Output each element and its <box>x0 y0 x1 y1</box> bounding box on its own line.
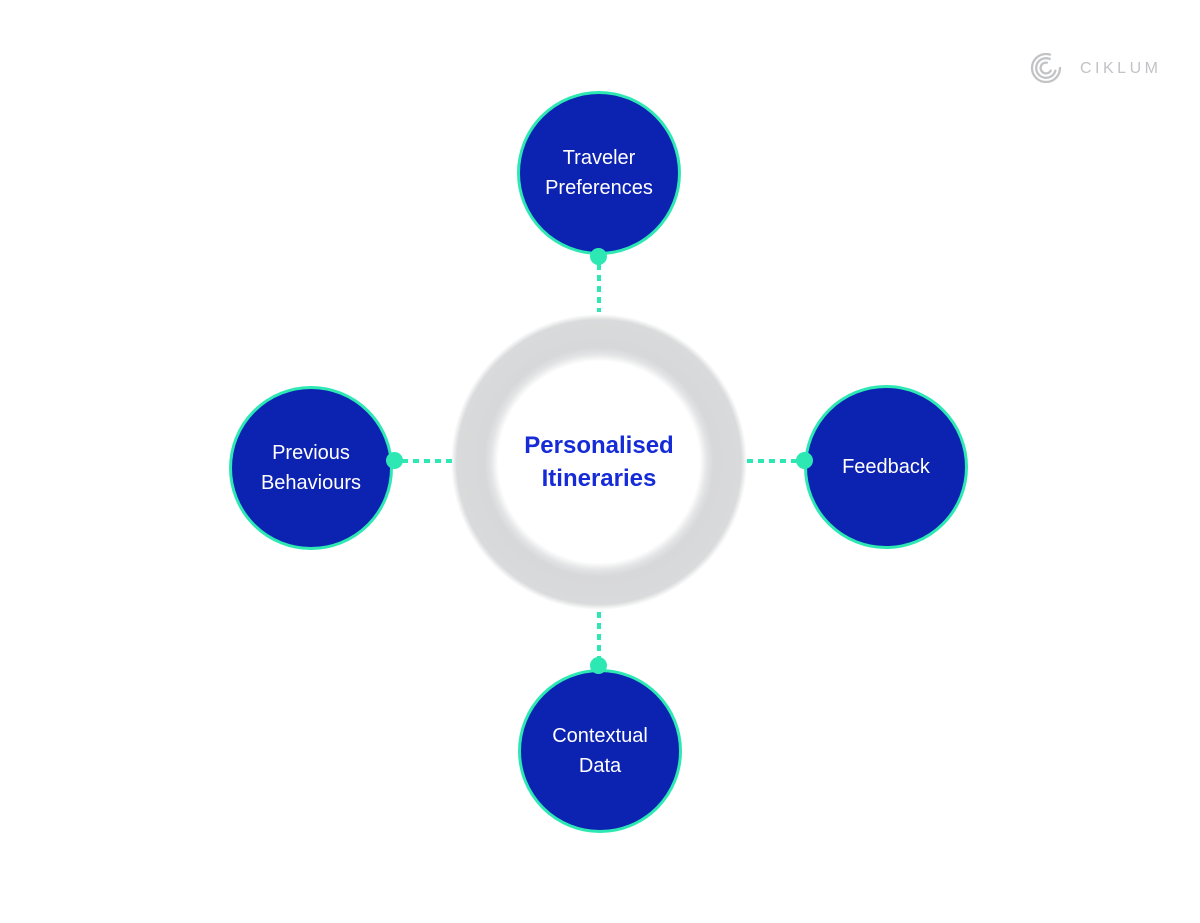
node-label-line1: Feedback <box>842 456 930 478</box>
center-ring: Personalised Itineraries <box>451 314 747 610</box>
node-feedback: Feedback <box>804 385 968 549</box>
ciklum-logo-icon <box>1030 52 1062 84</box>
node-label-line1: Traveler <box>562 147 636 169</box>
connector-bottom <box>597 612 601 660</box>
center-label-line1: Personalised <box>524 432 674 459</box>
node-label-line2: Behaviours <box>260 472 362 494</box>
node-previous-behaviours: Previous Behaviours <box>229 386 393 550</box>
node-label-line2: Data <box>578 755 622 777</box>
connector-left <box>402 459 453 463</box>
node-label-line1: Previous <box>272 442 350 464</box>
connector-dot-bottom <box>590 657 607 674</box>
connector-right <box>747 459 798 463</box>
connector-dot-right <box>796 452 813 469</box>
connector-dot-top <box>590 248 607 265</box>
ciklum-logo-text: CIKLUM <box>1080 60 1162 77</box>
connector-top <box>597 264 601 312</box>
center-label: Personalised Itineraries <box>524 429 673 495</box>
center-label-line2: Itineraries <box>541 465 657 492</box>
connector-dot-left <box>386 452 403 469</box>
node-label-line1: Contextual <box>552 725 648 747</box>
ciklum-logo: CIKLUM <box>1028 50 1161 86</box>
node-traveler-preferences: Traveler Preferences <box>517 91 681 255</box>
node-label-line2: Preferences <box>545 177 653 199</box>
node-contextual-data: Contextual Data <box>518 669 682 833</box>
